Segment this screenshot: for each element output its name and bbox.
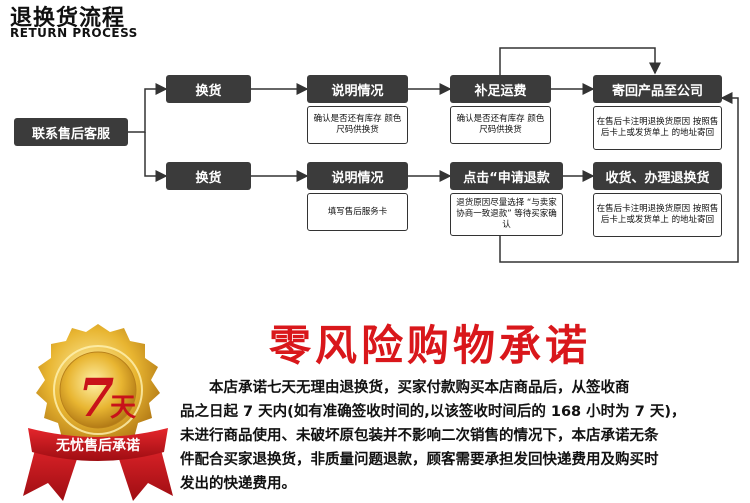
row2-refund-label: 点击“申请退款 bbox=[463, 170, 550, 186]
row1-shipping-note-text: 确认是否还有库存 颜色尺码供换货 bbox=[456, 114, 545, 135]
badge-days: 7 bbox=[78, 368, 114, 429]
row1-return-box: 寄回产品至公司 bbox=[593, 75, 722, 103]
row1-explain-label: 说明情况 bbox=[331, 83, 384, 99]
row2-explain-box: 说明情况 bbox=[307, 162, 408, 190]
promise-text: 本店承诺七天无理由退换货，买家付款购买本店商品后，从签收商 品之日起 7 天内(… bbox=[180, 376, 720, 496]
row2-receive-note: 在售后卡注明退换货原因 按照售后卡上或发货单上 的地址寄回 bbox=[593, 193, 722, 237]
seven-day-badge: 7 天 无忧售后承诺 bbox=[23, 324, 173, 501]
promise-line: 发出的快递费用。 bbox=[180, 476, 296, 492]
contact-service-label: 联系售后客服 bbox=[31, 126, 110, 142]
row1-exchange-label: 换货 bbox=[195, 83, 222, 99]
badge-unit: 天 bbox=[110, 393, 136, 423]
row1-explain-note-text: 确认是否还有库存 颜色尺码供换货 bbox=[313, 114, 402, 135]
row2-receive-box: 收货、办理退换货 bbox=[593, 162, 722, 190]
row2-refund-note-text: 退货原因尽量选择 “与卖家协商一致退款” 等待买家确认 bbox=[456, 198, 557, 230]
row1-return-label: 寄回产品至公司 bbox=[611, 83, 703, 99]
row2-exchange-label: 换货 bbox=[195, 170, 222, 186]
row2-explain-note: 填写售后服务卡 bbox=[307, 193, 408, 231]
row1-shipping-box: 补足运费 bbox=[450, 75, 551, 103]
row1-shipping-note: 确认是否还有库存 颜色尺码供换货 bbox=[450, 106, 551, 144]
row1-shipping-label: 补足运费 bbox=[474, 83, 527, 99]
row2-receive-note-text: 在售后卡注明退换货原因 按照售后卡上或发货单上 的地址寄回 bbox=[596, 204, 719, 225]
badge-ribbon-text: 无忧售后承诺 bbox=[55, 437, 140, 454]
row2-refund-note: 退货原因尽量选择 “与卖家协商一致退款” 等待买家确认 bbox=[450, 193, 563, 236]
row2-exchange-box: 换货 bbox=[166, 162, 251, 190]
row2-explain-label: 说明情况 bbox=[331, 170, 384, 186]
row1-return-note: 在售后卡注明退换货原因 按照售后卡上或发货单上 的地址寄回 bbox=[593, 106, 722, 150]
row2-receive-label: 收货、办理退换货 bbox=[605, 170, 710, 186]
promise-title: 零风险购物承诺 bbox=[268, 321, 591, 370]
promise-line: 未进行商品使用、未破坏原包装并不影响二次销售的情况下，本店承诺无条 bbox=[180, 428, 659, 444]
contact-service-box: 联系售后客服 bbox=[14, 118, 128, 146]
row1-explain-box: 说明情况 bbox=[307, 75, 408, 103]
promise-line: 本店承诺七天无理由退换货，买家付款购买本店商品后，从签收商 bbox=[180, 380, 630, 396]
row1-return-note-text: 在售后卡注明退换货原因 按照售后卡上或发货单上 的地址寄回 bbox=[596, 117, 719, 138]
page-title: 退换货流程 bbox=[10, 6, 126, 31]
row2-refund-box: 点击“申请退款 bbox=[450, 162, 563, 190]
row1-explain-note: 确认是否还有库存 颜色尺码供换货 bbox=[307, 106, 408, 144]
promise-line: 品之日起 7 天内(如有准确签收时间的,以该签收时间后的 168 小时为 7 天… bbox=[180, 404, 686, 420]
page-subtitle: RETURN PROCESS bbox=[10, 26, 138, 40]
promise-line: 件配合买家退换货，非质量问题退款，顾客需要承担发回快递费用及购买时 bbox=[180, 452, 659, 468]
row2-explain-note-text: 填写售后服务卡 bbox=[327, 206, 388, 217]
row1-exchange-box: 换货 bbox=[166, 75, 251, 103]
